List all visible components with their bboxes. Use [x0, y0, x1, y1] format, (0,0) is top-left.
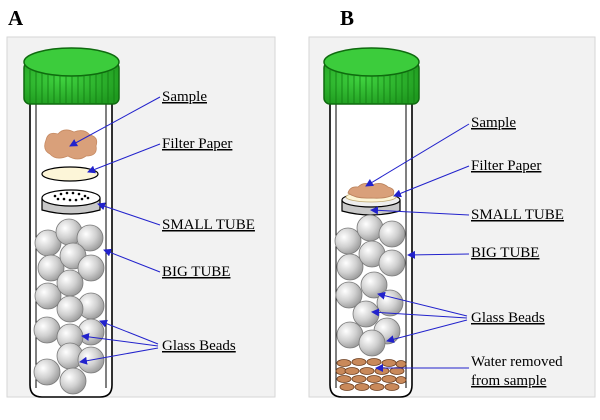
panel-a-label-small-tube: SMALL TUBE — [162, 217, 255, 233]
panel-a-tube — [23, 47, 120, 398]
panel-b-label-filter-paper: Filter Paper — [471, 158, 541, 174]
panel-a-label-glass-beads: Glass Beads — [162, 338, 236, 354]
panel-a-arrows — [69, 96, 161, 365]
panel-b-water-removed — [335, 358, 407, 391]
panel-b-label-water-line2: from sample — [471, 373, 547, 389]
panel-b-sample — [347, 183, 395, 199]
panel-b-letter: B — [340, 6, 354, 30]
panel-a-sample — [44, 129, 98, 160]
panel-a-label-filter-paper: Filter Paper — [162, 136, 232, 152]
panel-b-glass-beads — [334, 214, 406, 357]
panel-b-label-small-tube: SMALL TUBE — [471, 207, 564, 223]
panel-b-arrows — [365, 123, 470, 372]
panel-a-filter-paper — [41, 166, 99, 182]
panel-a-small-tube — [41, 189, 101, 215]
panel-b-label-big-tube: BIG TUBE — [471, 245, 539, 261]
panel-b-tube — [323, 47, 420, 398]
panel-b-label-sample: Sample — [471, 115, 516, 131]
panel-b-label-glass-beads: Glass Beads — [471, 310, 545, 326]
panel-a-glass-beads — [33, 218, 105, 395]
panel-a-label-big-tube: BIG TUBE — [162, 264, 230, 280]
panel-b-label-water-line1: Water removed — [471, 354, 563, 370]
panel-a-label-sample: Sample — [162, 89, 207, 105]
panel-a-letter: A — [8, 6, 24, 30]
